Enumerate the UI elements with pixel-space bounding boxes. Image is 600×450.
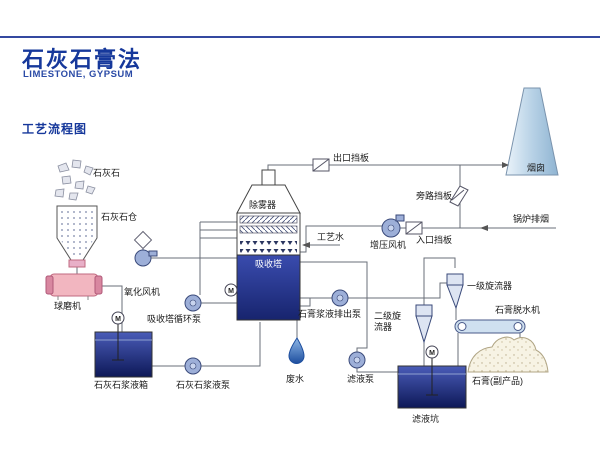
label-wastewater: 废水 bbox=[286, 374, 305, 384]
primary-cyclone-shape bbox=[446, 273, 464, 310]
label-primary-cyclone: 一级旋流器 bbox=[467, 281, 513, 291]
limestone-slurry-pump-shape bbox=[184, 357, 202, 375]
section-title: 工艺流程图 bbox=[22, 122, 88, 136]
bypass-damper-shape bbox=[449, 185, 469, 207]
label-chimney: 烟囱 bbox=[527, 163, 546, 173]
label-gypsum-discharge-pump: 石膏浆液排出泵 bbox=[298, 309, 362, 319]
label-filtrate-pit: 滤液坑 bbox=[412, 414, 440, 424]
ball-mill-shape bbox=[45, 273, 103, 300]
label-process-water: 工艺水 bbox=[317, 232, 345, 242]
motor-label-absorber: M bbox=[228, 288, 234, 295]
motor-label-pit: M bbox=[429, 350, 435, 357]
label-absorber: 吸收塔 bbox=[255, 259, 283, 269]
oxidation-fan-shape bbox=[133, 230, 158, 267]
label-limestone: 石灰石 bbox=[93, 168, 121, 178]
label-limestone-slurry-tank: 石灰石浆液箱 bbox=[94, 380, 149, 390]
page-subtitle: LIMESTONE, GYPSUM bbox=[23, 69, 134, 80]
label-limestone-slurry-pump: 石灰石浆液泵 bbox=[176, 380, 231, 390]
absorber-tower-shape bbox=[236, 169, 301, 321]
label-boiler-flue-gas: 锅炉排烟 bbox=[513, 214, 550, 224]
label-gypsum-dewatering: 石膏脱水机 bbox=[495, 305, 541, 315]
booster-fan-shape bbox=[381, 214, 405, 238]
flow-arrows bbox=[302, 162, 509, 248]
inlet-damper-shape bbox=[405, 221, 423, 235]
label-oxidation-fan: 氧化风机 bbox=[124, 287, 161, 297]
label-inlet-damper: 入口挡板 bbox=[416, 235, 453, 245]
label-gypsum-byproduct: 石膏(副产品) bbox=[472, 376, 523, 386]
label-filtrate-pump: 滤液泵 bbox=[347, 374, 375, 384]
motor-label-tank: M bbox=[115, 316, 121, 323]
page-title: 石灰石膏法 bbox=[22, 47, 143, 72]
secondary-cyclone-shape bbox=[415, 304, 433, 344]
label-bypass-damper: 旁路挡板 bbox=[416, 191, 453, 201]
absorber-motor-shape bbox=[224, 283, 238, 297]
filtrate-pump-shape bbox=[348, 351, 366, 369]
label-secondary-cyclone: 二级旋流器 bbox=[374, 311, 402, 332]
label-outlet-damper: 出口挡板 bbox=[333, 153, 370, 163]
limestone-rocks bbox=[54, 159, 96, 201]
gypsum-dewatering-shape bbox=[454, 319, 526, 334]
outlet-damper-shape bbox=[312, 158, 330, 172]
limestone-slurry-tank-shape bbox=[94, 311, 153, 378]
label-limestone-silo: 石灰石仓 bbox=[101, 212, 138, 222]
limestone-silo-shape bbox=[56, 205, 98, 268]
wastewater-drop-shape bbox=[288, 337, 305, 364]
gypsum-pile-shape bbox=[467, 336, 549, 373]
filtrate-pit-shape bbox=[397, 345, 467, 409]
top-divider bbox=[0, 36, 600, 38]
chimney-shape bbox=[505, 87, 559, 176]
circulation-pump-shape bbox=[184, 294, 202, 312]
label-circulation-pump: 吸收塔循环泵 bbox=[147, 314, 202, 324]
label-demister: 除雾器 bbox=[249, 200, 277, 210]
gypsum-discharge-pump-shape bbox=[331, 289, 349, 307]
label-ball-mill: 球磨机 bbox=[54, 301, 82, 311]
label-booster-fan: 增压风机 bbox=[370, 240, 407, 250]
